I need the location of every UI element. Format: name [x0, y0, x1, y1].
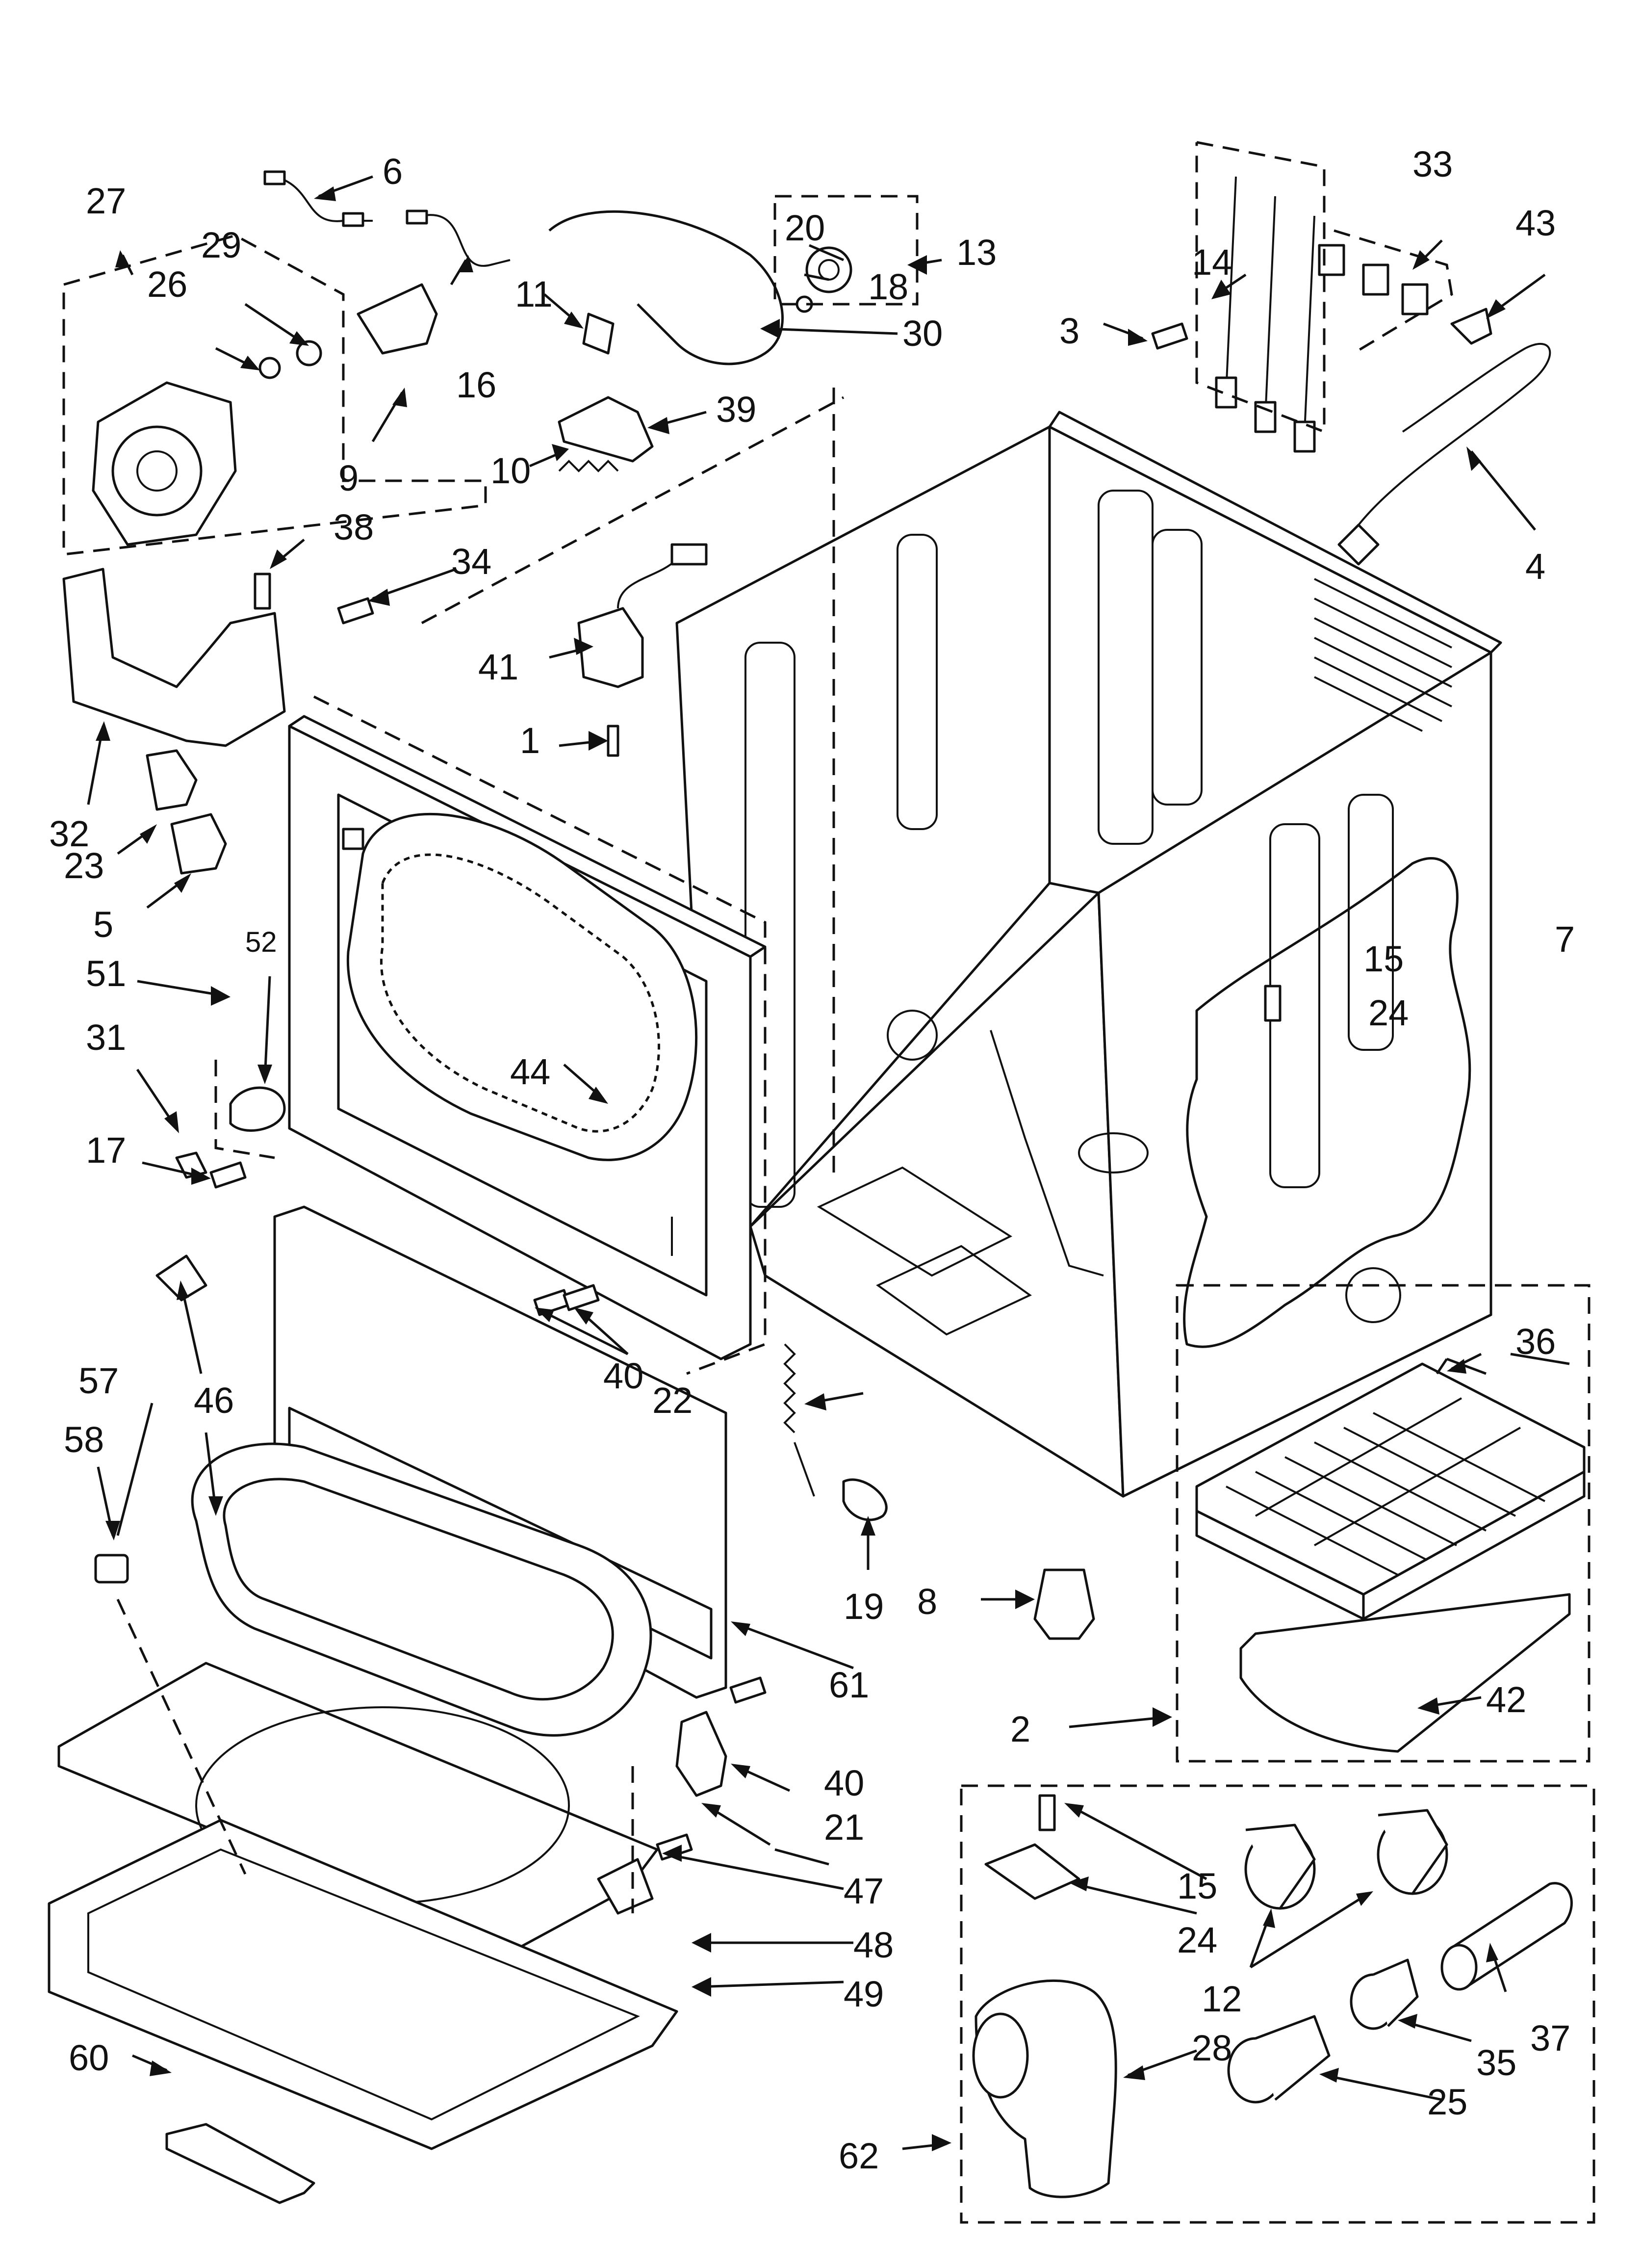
group-boxes — [62, 141, 1595, 2224]
callout-15b: 15 — [1177, 1866, 1217, 1906]
motor-mount — [62, 568, 286, 875]
callout-6: 6 — [383, 151, 403, 192]
callout-30: 30 — [902, 313, 943, 354]
door-assembly — [48, 1442, 678, 2204]
callout-43: 43 — [1515, 203, 1556, 243]
callout-34: 34 — [451, 541, 491, 582]
callout-17: 17 — [86, 1130, 126, 1171]
callout-29: 29 — [201, 225, 241, 265]
callout-20: 20 — [785, 208, 825, 248]
small-parts — [94, 170, 1551, 1915]
callout-57: 57 — [78, 1360, 119, 1401]
callout-42: 42 — [1486, 1679, 1526, 1720]
cabinet — [675, 411, 1502, 1498]
callout-13: 13 — [956, 232, 997, 273]
callout-48: 48 — [853, 1925, 894, 1965]
callout-5: 5 — [93, 904, 113, 945]
callout-26: 26 — [147, 264, 187, 305]
callout-33: 33 — [1412, 144, 1453, 184]
callout-40b: 40 — [824, 1763, 864, 1803]
callout-9: 9 — [338, 458, 359, 498]
callout-12: 12 — [1202, 1979, 1242, 2019]
callout-23: 23 — [64, 845, 104, 886]
lint-filter-assembly — [1195, 1362, 1586, 1753]
callout-40a: 40 — [603, 1356, 643, 1396]
callout-21: 21 — [824, 1807, 864, 1848]
motor-assembly — [92, 283, 438, 546]
callout-24a: 24 — [1368, 992, 1409, 1033]
callout-3: 3 — [1059, 311, 1079, 351]
callout-36: 36 — [1515, 1321, 1556, 1362]
callout-31: 31 — [86, 1017, 126, 1058]
callout-58: 58 — [64, 1419, 104, 1460]
filter-grid — [1226, 1397, 1545, 1576]
callout-1: 1 — [520, 720, 540, 761]
callout-49: 49 — [844, 1974, 884, 2014]
callout-62: 62 — [839, 2136, 879, 2176]
callout-60: 60 — [69, 2037, 109, 2078]
callout-22: 22 — [652, 1380, 693, 1421]
callout-41: 41 — [478, 647, 518, 687]
callout-38: 38 — [334, 507, 374, 547]
callout-7: 7 — [1555, 919, 1575, 960]
callout-25: 25 — [1427, 2082, 1467, 2122]
callout-27: 27 — [86, 181, 126, 221]
callout-35: 35 — [1476, 2042, 1516, 2083]
leader-lines — [87, 175, 1570, 2151]
callout-labels: 6 27 29 26 9 16 11 10 20 18 13 30 39 3 1… — [49, 144, 1575, 2176]
callout-39: 39 — [716, 389, 756, 430]
callout-37: 37 — [1530, 2018, 1570, 2059]
callout-44: 44 — [510, 1051, 550, 1092]
callout-4: 4 — [1525, 546, 1545, 587]
callout-16: 16 — [456, 365, 496, 405]
callout-32: 32 — [49, 813, 89, 854]
callout-2: 2 — [1010, 1709, 1030, 1749]
callout-19: 19 — [844, 1586, 884, 1627]
callout-10: 10 — [490, 450, 531, 491]
callout-46: 46 — [194, 1380, 234, 1421]
callout-15a: 15 — [1363, 938, 1404, 979]
callout-24b: 24 — [1177, 1920, 1217, 1960]
callout-52: 52 — [245, 926, 277, 958]
front-panel — [288, 715, 767, 1360]
vent-louvers — [1314, 578, 1452, 732]
callout-11: 11 — [515, 274, 553, 314]
callout-8: 8 — [917, 1581, 937, 1622]
callout-14: 14 — [1192, 242, 1232, 283]
callout-51: 51 — [86, 953, 126, 994]
callout-28: 28 — [1192, 2028, 1232, 2068]
terminal-block-33 — [1318, 244, 1429, 315]
callout-18: 18 — [868, 266, 908, 307]
callout-61: 61 — [829, 1665, 869, 1705]
callout-47: 47 — [844, 1871, 884, 1911]
duct-kit — [972, 1809, 1573, 2198]
